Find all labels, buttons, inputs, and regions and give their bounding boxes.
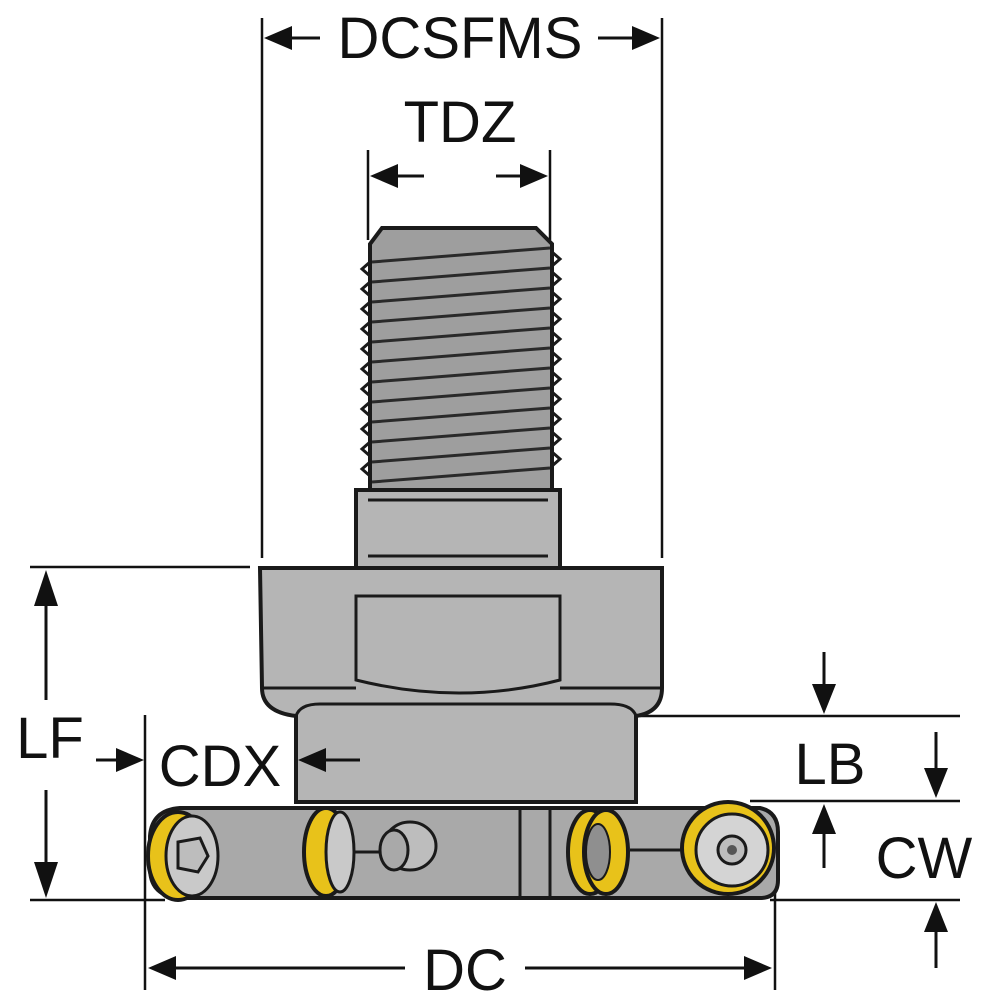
dim-tdz: TDZ	[370, 90, 548, 188]
insert-center-right	[566, 808, 630, 896]
insert-left	[146, 810, 220, 902]
insert-right	[680, 800, 776, 896]
lf-label: LF	[16, 706, 84, 771]
dim-cdx: CDX	[96, 734, 360, 799]
collar	[354, 488, 562, 570]
cw-label: CW	[876, 826, 973, 891]
cdx-label: CDX	[159, 734, 281, 799]
dim-cw: CW	[812, 804, 973, 968]
cutter-head	[257, 566, 664, 804]
insert-center-left	[302, 806, 356, 898]
threaded-shank	[359, 226, 563, 492]
dc-label: DC	[423, 938, 507, 1000]
lb-label: LB	[795, 732, 866, 797]
dim-dc: DC	[148, 938, 772, 1000]
dim-dcsfms: DCSFMS	[264, 6, 660, 71]
dim-lb: LB	[795, 652, 948, 798]
screw-center	[378, 820, 438, 872]
dcsfms-label: DCSFMS	[338, 6, 583, 71]
head-flat	[354, 594, 562, 695]
thread-lines	[371, 246, 551, 484]
dim-lf: LF	[16, 570, 84, 898]
extension-lines	[30, 18, 960, 990]
tdz-label: TDZ	[404, 90, 517, 155]
